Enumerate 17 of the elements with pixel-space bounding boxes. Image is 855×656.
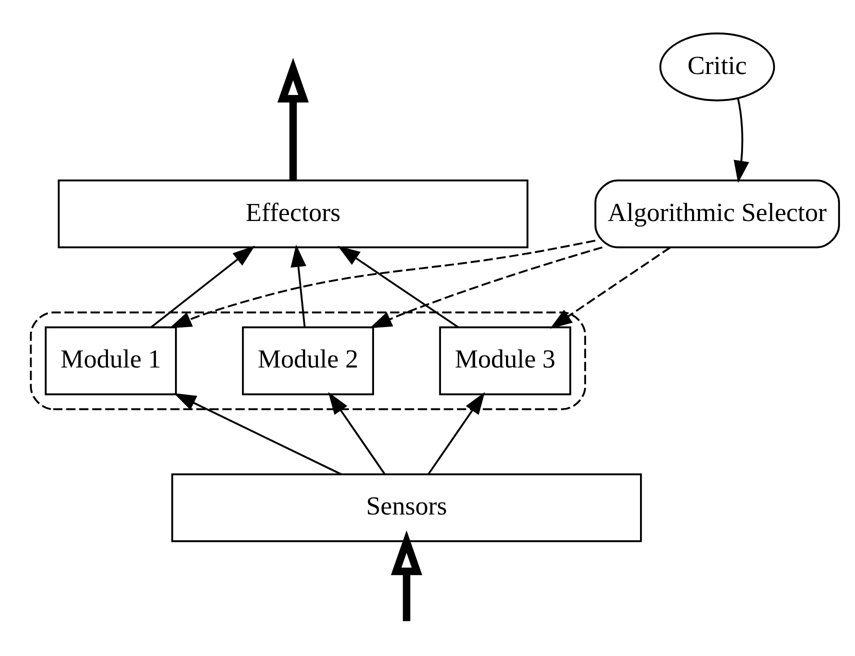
arrow (277, 58, 309, 180)
node-box: Sensors (171, 473, 642, 542)
node-box: Module 3 (439, 326, 572, 396)
arrow (428, 392, 485, 475)
node-box: Effectors (58, 179, 528, 248)
arrow (734, 98, 750, 183)
node-box: Module 2 (242, 326, 374, 396)
node-box: Module 1 (44, 326, 177, 396)
arrow (338, 246, 459, 328)
arrow (174, 393, 342, 475)
arrow (328, 392, 386, 475)
node-box: Algorithmic Selector (594, 179, 840, 248)
arrow (390, 530, 422, 622)
arrow (550, 246, 671, 329)
arrow (370, 246, 603, 328)
arrow (169, 240, 596, 328)
node-ellipse: Critic (659, 32, 776, 102)
